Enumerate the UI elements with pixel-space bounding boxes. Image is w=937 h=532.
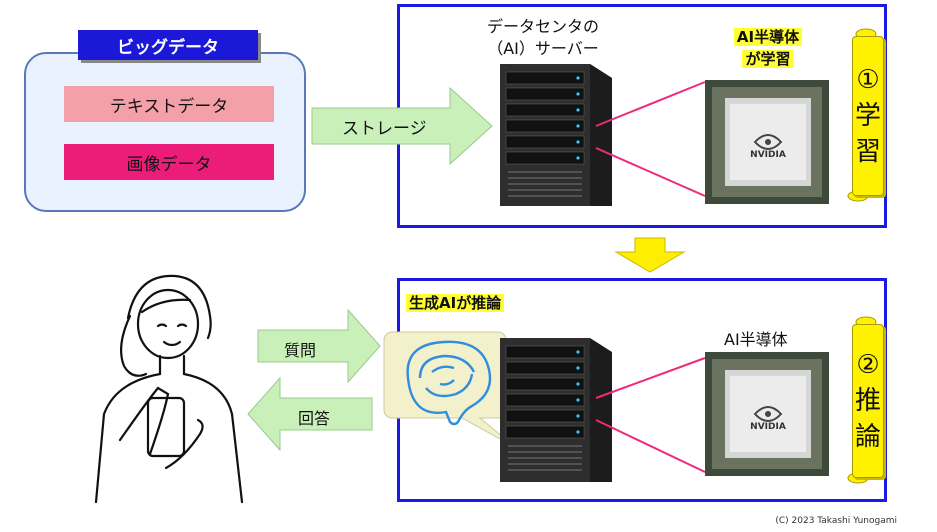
chip-learning-line1: AI半導体 <box>733 28 803 46</box>
text-data-item: テキストデータ <box>64 86 274 122</box>
scroll-learning: ① 学 習 <box>852 36 884 196</box>
brain-speech-bubble <box>383 331 517 449</box>
infer-char-2: 論 <box>854 422 881 452</box>
scroll-inference: ② 推 論 <box>852 324 884 478</box>
genai-label: 生成AIが推論 <box>406 294 505 312</box>
server-top-icon <box>500 64 612 206</box>
person-icon <box>94 274 244 504</box>
server-label-line1: データセンタの <box>486 17 599 36</box>
chip-brand-top: NVIDIA <box>750 150 786 160</box>
credit-text: (C) 2023 Takashi Yunogami <box>775 516 897 526</box>
down-arrow <box>614 237 686 273</box>
image-data-item: 画像データ <box>64 144 274 180</box>
storage-arrow <box>311 86 493 166</box>
learn-number: ① <box>856 65 880 95</box>
answer-arrow <box>247 376 373 452</box>
question-label: 質問 <box>284 341 317 360</box>
server-label: データセンタの （AI）サーバー <box>468 16 618 60</box>
ai-chip-bottom-icon <box>705 352 829 476</box>
learn-char-1: 学 <box>854 101 881 131</box>
big-data-title: ビッグデータ <box>78 30 258 60</box>
chip-learning-line2: が学習 <box>742 50 794 68</box>
chip-brand-bottom: NVIDIA <box>750 422 786 432</box>
storage-label: ストレージ <box>342 119 427 139</box>
connector-lines-top <box>595 81 706 197</box>
answer-label: 回答 <box>298 409 331 428</box>
learn-char-2: 習 <box>854 137 881 167</box>
infer-char-1: 推 <box>854 386 881 416</box>
chip-inference-label: AI半導体 <box>724 330 788 349</box>
genai-label-wrap: 生成AIが推論 <box>406 292 505 313</box>
server-label-line2: （AI）サーバー <box>487 39 599 58</box>
server-bottom-icon <box>500 338 612 482</box>
ai-chip-top-icon <box>705 80 829 204</box>
infer-number: ② <box>856 350 880 380</box>
chip-learning-label: AI半導体 が学習 <box>720 26 816 70</box>
brain-icon <box>406 340 492 426</box>
question-arrow <box>257 308 381 384</box>
connector-lines-bottom <box>595 357 706 473</box>
